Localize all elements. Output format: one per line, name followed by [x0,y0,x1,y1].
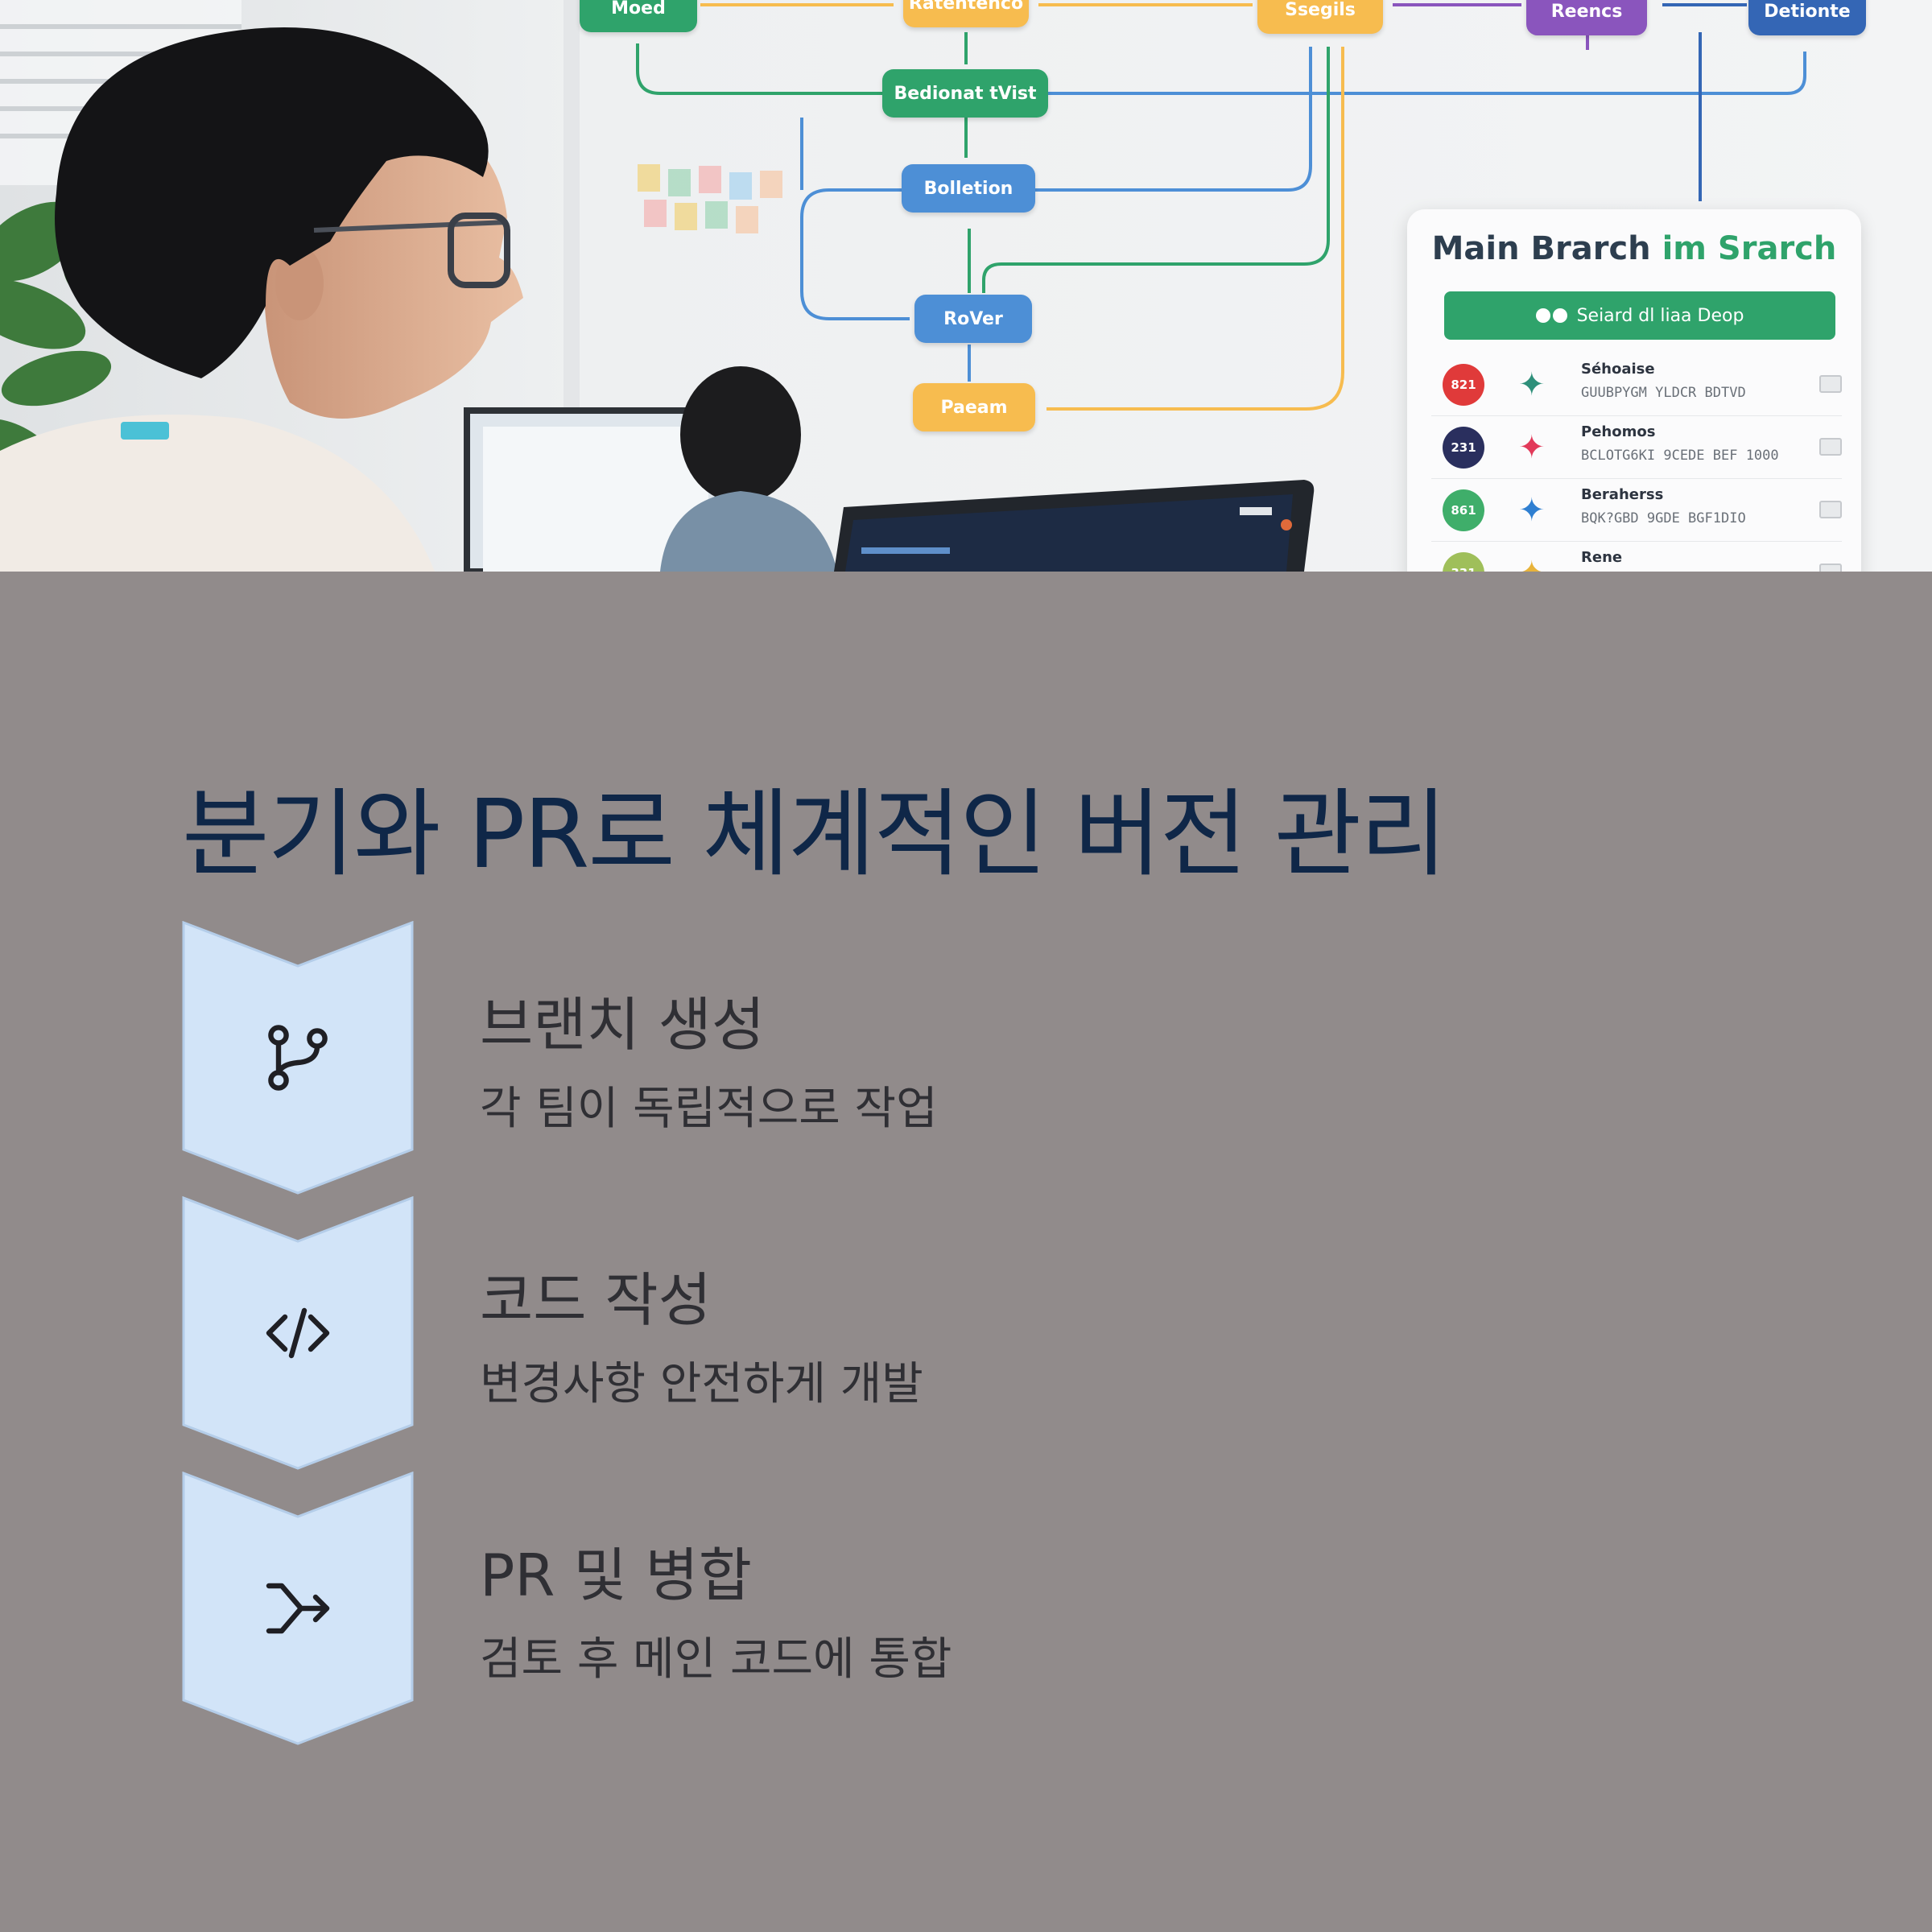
row-name: Beraherss [1581,486,1664,503]
row-checkbox [1819,375,1842,393]
row-sub: GUUBPYGM YLDCR BDTVD [1581,385,1746,401]
panel-row: 331 ✦ Rene [1431,543,1842,572]
branch-panel: Main Brarch im Srarch Seiard dl liaa Deo… [1407,209,1861,572]
row-sub: BQK?GBD 9GDE BGF1DIO [1581,510,1746,526]
step-title: PR 및 병합 [480,1542,752,1609]
sticky-notes [638,164,782,233]
row-name: Rene [1581,549,1623,566]
hero-photo: Moed Ratentenco Ssegils Reencs Detionte … [0,0,1932,572]
flow-node: RoVer [914,295,1032,343]
row-badge: 861 [1443,489,1484,531]
step-branch: 브랜치 생성 각 팀이 독립적으로 작업 [182,921,1711,1195]
main-person [0,27,523,572]
step-description: 변경사항 안전하게 개발 [480,1358,923,1410]
step-description: 검토 후 메인 코드에 통합 [480,1633,952,1686]
panel-row: 861 ✦ Beraherss BQK?GBD 9GDE BGF1DIO [1431,480,1842,542]
git-branch-icon [268,1025,328,1091]
row-checkbox [1819,438,1842,456]
coworker [464,366,837,572]
page-title: 분기와 PR로 체계적인 버전 관리 [182,778,1447,890]
flow-node: Moed [580,0,697,32]
flow-connectors [636,3,1806,411]
flow-node: Paeam [913,383,1035,431]
flow-node: Ratentenco [903,0,1029,27]
merge-icon [266,1583,330,1634]
row-badge: 821 [1443,364,1484,406]
row-name: Séhoaise [1581,361,1655,378]
flow-node: Bolletion [902,164,1035,213]
row-name: Pehomos [1581,423,1656,440]
flow-node: Detionte [1748,0,1866,35]
panel-search-button: Seiard dl liaa Deop [1444,291,1835,340]
panel-row: 821 ✦ Séhoaise GUUBPYGM YLDCR BDTVD [1431,354,1842,416]
row-badge: 231 [1443,427,1484,469]
star-icon: ✦ [1518,555,1546,572]
star-icon: ✦ [1518,366,1546,403]
star-icon: ✦ [1518,429,1546,466]
step-merge: PR 및 병합 검토 후 메인 코드에 통합 [182,1472,1711,1745]
star-icon: ✦ [1518,492,1546,529]
step-description: 각 팀이 독립적으로 작업 [480,1083,938,1135]
chevron-shape [182,921,414,1195]
laptop [834,480,1315,572]
row-checkbox [1819,564,1842,572]
panel-title: Main Brarch im Srarch [1431,230,1837,267]
flow-node: Reencs [1526,0,1647,35]
flow-node: Bedionat tVist [882,69,1048,118]
row-sub: BCLOTG6KI 9CEDE BEF 1000 [1581,448,1779,464]
row-checkbox [1819,501,1842,518]
flow-node: Ssegils [1257,0,1383,34]
row-badge: 331 [1443,552,1484,572]
step-title: 브랜치 생성 [480,991,766,1059]
panel-row: 231 ✦ Pehomos BCLOTG6KI 9CEDE BEF 1000 [1431,417,1842,479]
step-title: 코드 작성 [480,1266,712,1334]
step-code: 코드 작성 변경사항 안전하게 개발 [182,1196,1711,1470]
code-icon [266,1307,330,1359]
toggle-icon [1535,308,1567,323]
